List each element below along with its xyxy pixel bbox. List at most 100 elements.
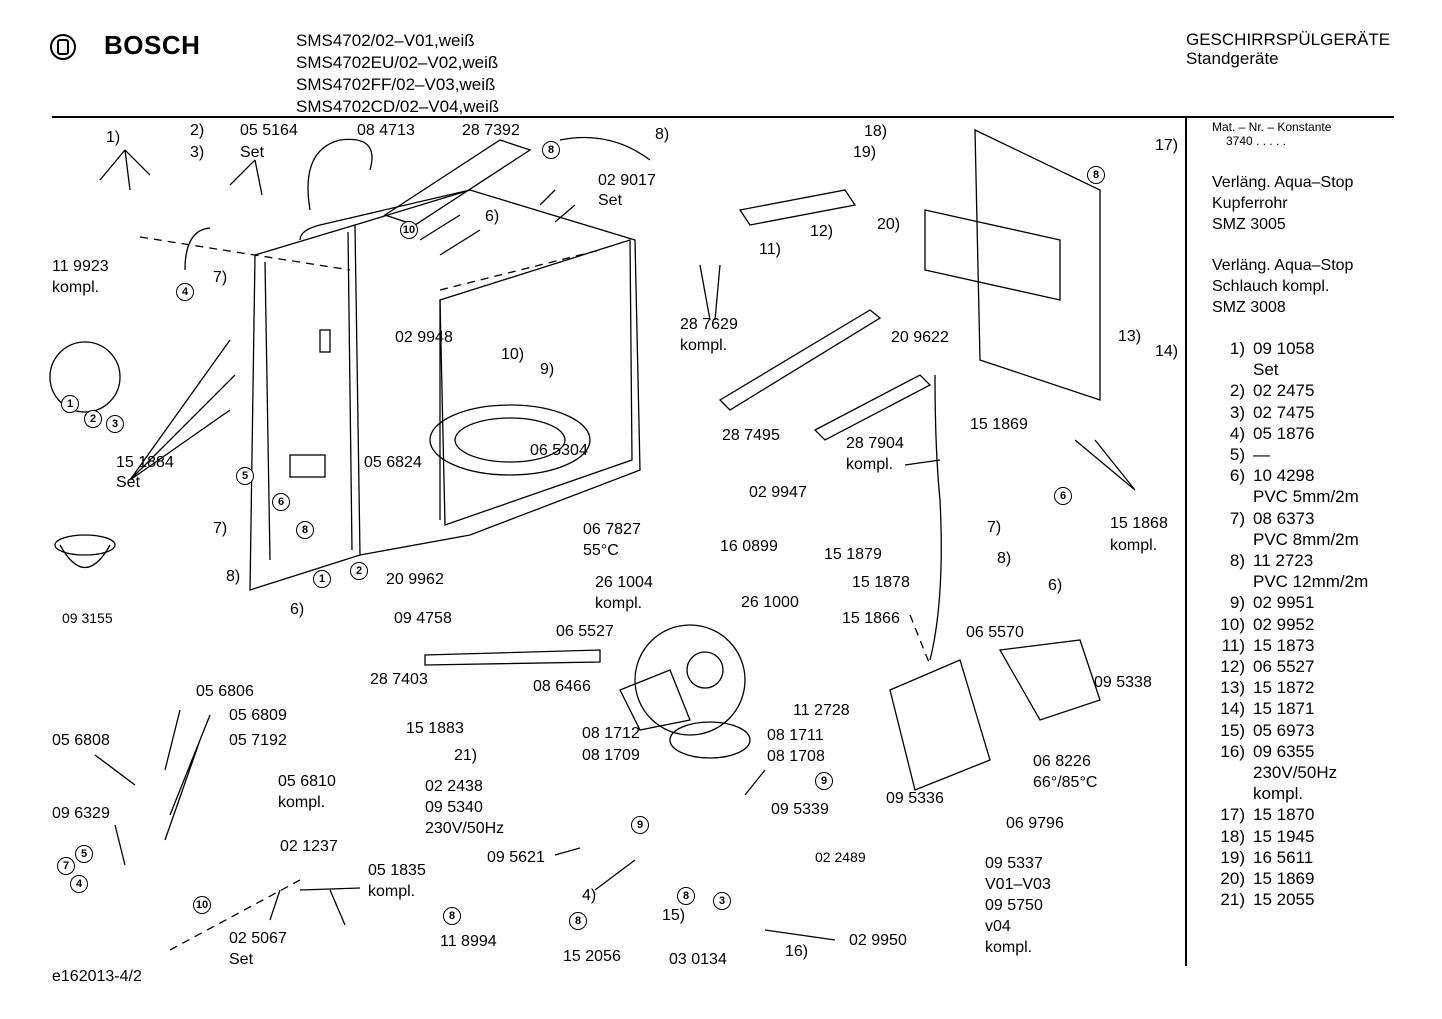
parts-list-partno: 02 9951 — [1253, 593, 1315, 613]
part-label: v04 — [985, 918, 1011, 935]
parts-list-partno: 15 1869 — [1253, 869, 1315, 889]
part-label: 09 4758 — [394, 610, 452, 627]
part-label: 15 1868 — [1110, 515, 1168, 532]
part-label: 6) — [1048, 577, 1063, 594]
part-label: 02 2438 — [425, 778, 483, 795]
parts-list-row: 15)05 6973 — [1205, 720, 1368, 741]
part-label: 11) — [759, 241, 781, 258]
parts-list-number: 8) — [1229, 551, 1245, 571]
parts-list-number: 14) — [1220, 699, 1245, 719]
parts-list-row: 7)08 6373 — [1205, 508, 1368, 529]
circled-number: 8 — [542, 141, 560, 159]
part-label: 28 7392 — [462, 122, 520, 139]
part-label: 02 9947 — [749, 484, 807, 501]
parts-list-row: 9) 02 9951 — [1205, 592, 1368, 613]
parts-list-number: 9) — [1229, 593, 1245, 613]
part-label: 28 7904 — [846, 435, 904, 452]
part-label: 06 9796 — [1006, 815, 1064, 832]
circled-number: 8 — [443, 907, 461, 925]
parts-list-partno: 09 6355 — [1253, 741, 1315, 761]
part-label: 3) — [190, 144, 205, 161]
part-label: 1) — [106, 129, 121, 146]
parts-list-row: 3)02 7475 — [1205, 402, 1368, 423]
parts-list-number: 13) — [1220, 678, 1245, 698]
category-header: GESCHIRRSPÜLGERÄTE Standgeräte — [1186, 30, 1390, 68]
model-3: SMS4702FF/02–V03,weiß — [296, 75, 496, 94]
circled-number: 9 — [631, 816, 649, 834]
circled-number: 8 — [569, 912, 587, 930]
parts-list-row: 6)10 4298 — [1205, 465, 1368, 486]
part-label: 15 1878 — [852, 574, 910, 591]
accessory-hose: Verläng. Aqua–Stop Schlauch kompl. SMZ 3… — [1212, 255, 1353, 318]
drawing-reference: e162013-4/2 — [52, 968, 142, 985]
part-label: 02 9950 — [849, 932, 907, 949]
parts-list-number: 17) — [1220, 805, 1245, 825]
circled-number: 2 — [350, 562, 368, 580]
circled-number: 2 — [84, 410, 102, 428]
parts-list-row: 10)02 9952 — [1205, 614, 1368, 635]
parts-list-note: kompl. — [1253, 784, 1304, 804]
circled-number: 5 — [236, 467, 254, 485]
model-4: SMS4702CD/02–V04,weiß — [296, 97, 500, 116]
part-label: 6) — [485, 208, 500, 225]
circled-number: 1 — [61, 395, 79, 413]
part-label: kompl. — [680, 337, 728, 354]
part-label: 55°C — [583, 542, 619, 559]
parts-list-partno: 02 2475 — [1253, 381, 1315, 401]
part-label: 28 7403 — [370, 671, 428, 688]
circled-number: 9 — [815, 772, 833, 790]
parts-list-number: 10) — [1220, 614, 1245, 634]
part-label: 28 7629 — [680, 316, 738, 333]
part-label: 4) — [582, 887, 597, 904]
part-label: 7) — [987, 519, 1002, 536]
category-subtitle: Standgeräte — [1186, 49, 1279, 68]
part-label: 2) — [190, 122, 205, 139]
brand-name: BOSCH — [104, 30, 201, 60]
parts-list-number: 21) — [1220, 890, 1245, 910]
drain-pump — [889, 659, 991, 791]
parts-list-partno: 15 1872 — [1253, 678, 1315, 698]
parts-list-partno: 15 1873 — [1253, 635, 1315, 655]
parts-list-row: 12)06 5527 — [1205, 656, 1368, 677]
outer-back-panel — [974, 128, 1101, 401]
part-label: 05 6809 — [229, 707, 287, 724]
part-label: 09 5621 — [487, 849, 545, 866]
parts-list-row: 14)15 1871 — [1205, 698, 1368, 719]
part-label: 16) — [785, 943, 809, 960]
accessory-line: SMZ 3008 — [1212, 299, 1286, 316]
part-label: 03 0134 — [669, 951, 727, 968]
model-1: SMS4702/02–V01,weiß — [296, 31, 475, 50]
part-label: 02 5067 — [229, 930, 287, 947]
part-label: 21) — [454, 747, 478, 764]
accessory-line: SMZ 3005 — [1212, 216, 1286, 233]
parts-list-row: 16)09 6355 — [1205, 741, 1368, 762]
part-label: 06 5304 — [530, 442, 588, 459]
parts-list-number: 2) — [1229, 381, 1245, 401]
part-label: 02 9948 — [395, 329, 453, 346]
part-label: 09 5340 — [425, 799, 483, 816]
part-label: 11 2728 — [793, 702, 850, 719]
lower-spray-arm — [424, 649, 601, 666]
hose-top — [559, 136, 651, 161]
parts-list-row: 8)11 2723 — [1205, 550, 1368, 571]
parts-list-number: 1) — [1229, 339, 1245, 358]
part-label: kompl. — [1110, 537, 1158, 554]
parts-list-number: 12) — [1220, 657, 1245, 677]
circled-number: 6 — [272, 493, 290, 511]
parts-list-partno: 05 1876 — [1253, 423, 1315, 443]
model-2: SMS4702EU/02–V02,weiß — [296, 53, 499, 72]
part-label: 15 2056 — [563, 948, 621, 965]
parts-list-partno: 09 1058 — [1253, 339, 1315, 358]
parts-list-row: 17)15 1870 — [1205, 804, 1368, 825]
part-label: kompl. — [595, 595, 643, 612]
part-label: 66°/85°C — [1033, 774, 1098, 791]
parts-list-row: 1) 09 1058 — [1205, 338, 1368, 359]
exploded-diagram — [49, 128, 1136, 951]
part-label: 19) — [853, 144, 877, 161]
part-label: 02 1237 — [280, 838, 338, 855]
part-label: 02 2489 — [815, 849, 866, 865]
parts-list-note: PVC 8mm/2m — [1253, 529, 1359, 549]
part-label: 9) — [540, 361, 555, 378]
parts-list-note: 230V/50Hz — [1253, 763, 1338, 783]
